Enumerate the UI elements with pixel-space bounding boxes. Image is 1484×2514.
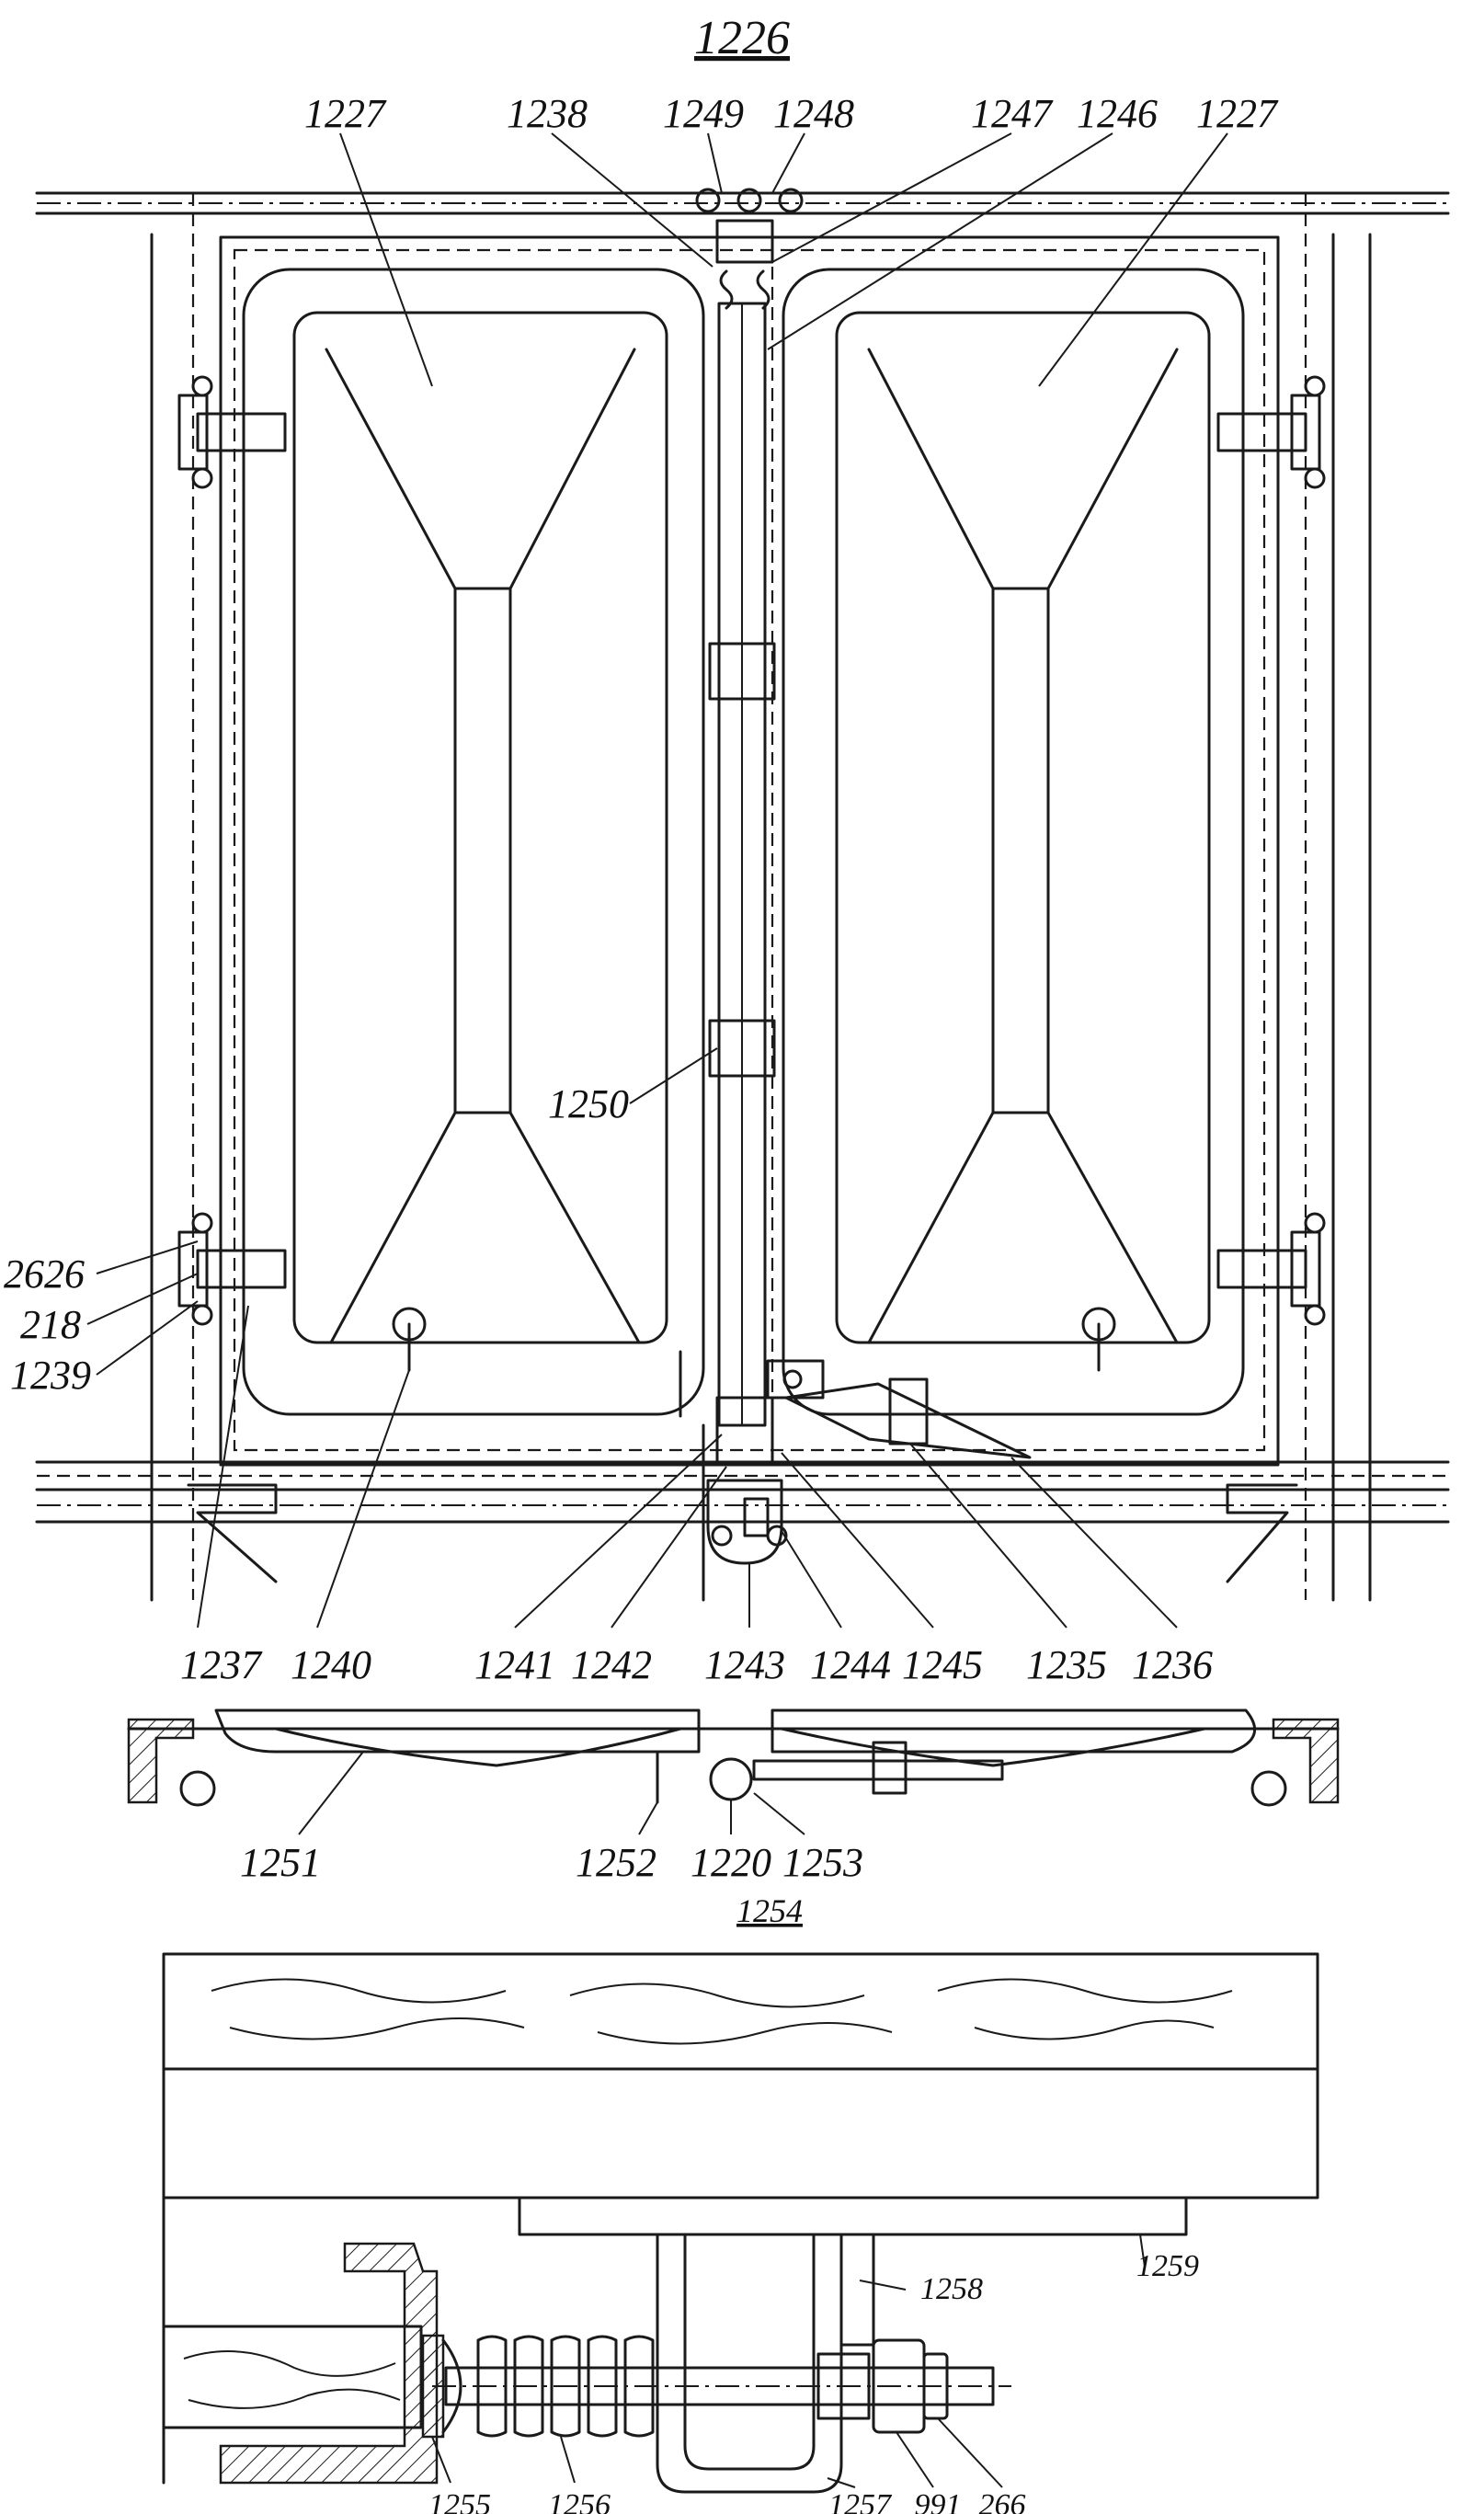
retainer-1258: [839, 2233, 875, 2347]
reference-labels: 1227 1238 1249 1248 1247 1246 1227 1250 …: [4, 91, 1279, 2514]
right-hinge-pin: [1250, 1770, 1287, 1807]
label-1253: 1253: [782, 1840, 863, 1885]
bracket-plate: [518, 2196, 1188, 2236]
right-leaf-corrugation: [780, 1727, 1206, 1767]
left-leaf-corrugation: [274, 1727, 682, 1767]
label-1236: 1236: [1132, 1642, 1213, 1687]
label-1259: 1259: [1136, 2249, 1199, 2283]
door-section-view: [127, 1708, 1340, 1807]
top-lock-bolt-3: [778, 188, 804, 213]
bottom-lock-slot: [743, 1497, 770, 1537]
label-1227-right: 1227: [1196, 91, 1279, 136]
right-frame-channel: [1272, 1718, 1340, 1804]
label-1242: 1242: [571, 1642, 652, 1687]
label-1251: 1251: [240, 1840, 321, 1885]
label-218: 218: [20, 1302, 81, 1347]
label-1237: 1237: [180, 1642, 263, 1687]
timber-grain: [211, 1978, 1233, 2045]
label-1235: 1235: [1026, 1642, 1107, 1687]
label-1244: 1244: [810, 1642, 891, 1687]
lever-keeper: [888, 1377, 929, 1446]
lever-pivot: [782, 1369, 803, 1389]
right-door-panel: [782, 268, 1245, 1416]
left-panel-stiffener-center: [453, 587, 512, 1114]
steel-sill: [162, 2067, 1319, 2200]
right-panel-stiffener-bottom: [867, 1111, 1179, 1344]
section-lever-keeper: [872, 1741, 908, 1795]
top-lock-housing: [715, 219, 774, 264]
spring-detail-view: [162, 1952, 1319, 2494]
label-266: 266: [979, 2488, 1026, 2514]
right-upper-hinge: [1216, 375, 1326, 489]
upper-bar-guide: [708, 642, 776, 701]
label-991: 991: [915, 2488, 962, 2514]
label-1252: 1252: [576, 1840, 656, 1885]
left-lower-hinge: [177, 1212, 287, 1326]
top-lock-bolt-1: [695, 188, 721, 213]
label-1243: 1243: [704, 1642, 785, 1687]
leader-lines: [86, 132, 1228, 2488]
u-bolt-inner: [683, 2233, 816, 2471]
label-1220: 1220: [691, 1840, 771, 1885]
label-1238: 1238: [507, 91, 588, 136]
right-leaf-section: [771, 1708, 1256, 1754]
bottom-lock-body: [715, 1396, 774, 1464]
left-leaf-section: [214, 1708, 701, 1754]
figure-title: 1226: [694, 12, 790, 64]
label-1241: 1241: [474, 1642, 555, 1687]
door-frame: [219, 235, 1280, 1467]
label-1245: 1245: [902, 1642, 983, 1687]
bottom-lock-plate: [706, 1479, 783, 1565]
left-frame-channel: [127, 1718, 195, 1804]
locking-lever: [784, 1382, 1032, 1459]
label-1246: 1246: [1077, 91, 1158, 136]
left-door-panel: [242, 268, 705, 1416]
label-1255: 1255: [428, 2488, 491, 2514]
tension-rod: [444, 2366, 995, 2406]
label-1227-left: 1227: [304, 91, 387, 136]
top-lock-bolt-2: [736, 188, 762, 213]
right-lower-hinge: [1216, 1212, 1326, 1326]
left-upper-hinge: [177, 375, 287, 489]
right-gusset: [1226, 1483, 1298, 1583]
rod-collar: [816, 2352, 871, 2420]
spring-seat: [441, 2338, 462, 2434]
coil-spring-1256: [476, 2335, 655, 2438]
left-panel-recess: [292, 311, 668, 1344]
label-1258: 1258: [920, 2272, 983, 2306]
left-gusset: [187, 1483, 278, 1583]
detail-title: 1254: [736, 1892, 803, 1929]
label-1240: 1240: [291, 1642, 371, 1687]
label-1250: 1250: [548, 1081, 629, 1126]
left-hinge-pin: [179, 1770, 216, 1807]
lower-bar-guide: [708, 1019, 776, 1078]
right-panel-stiffener-top: [867, 348, 1179, 590]
timber-end-grain: [183, 2350, 401, 2409]
label-2626: 2626: [4, 1251, 85, 1297]
channel-section: [219, 2242, 439, 2485]
right-panel-stiffener-center: [991, 587, 1050, 1114]
top-lock-spring: [719, 269, 771, 310]
timber-end: [162, 2325, 423, 2429]
section-lock-cam: [709, 1757, 753, 1801]
door-elevation-view: [35, 188, 1450, 1602]
label-1249: 1249: [663, 91, 744, 136]
u-bolt-outer: [656, 2233, 843, 2494]
lock-nut-266: [922, 2352, 949, 2420]
door-frame-hidden: [233, 248, 1266, 1452]
label-1257: 1257: [828, 2488, 893, 2514]
label-1248: 1248: [773, 91, 854, 136]
left-panel-stiffener-top: [325, 348, 636, 590]
label-1256: 1256: [548, 2488, 611, 2514]
timber-beam: [162, 1952, 1319, 2071]
right-panel-recess: [835, 311, 1211, 1344]
section-lever-bar: [752, 1759, 1004, 1781]
left-panel-stiffener-bottom: [329, 1111, 641, 1344]
label-1239: 1239: [10, 1353, 91, 1398]
label-1247: 1247: [971, 91, 1054, 136]
bottom-lock-rivet-1: [711, 1525, 733, 1547]
